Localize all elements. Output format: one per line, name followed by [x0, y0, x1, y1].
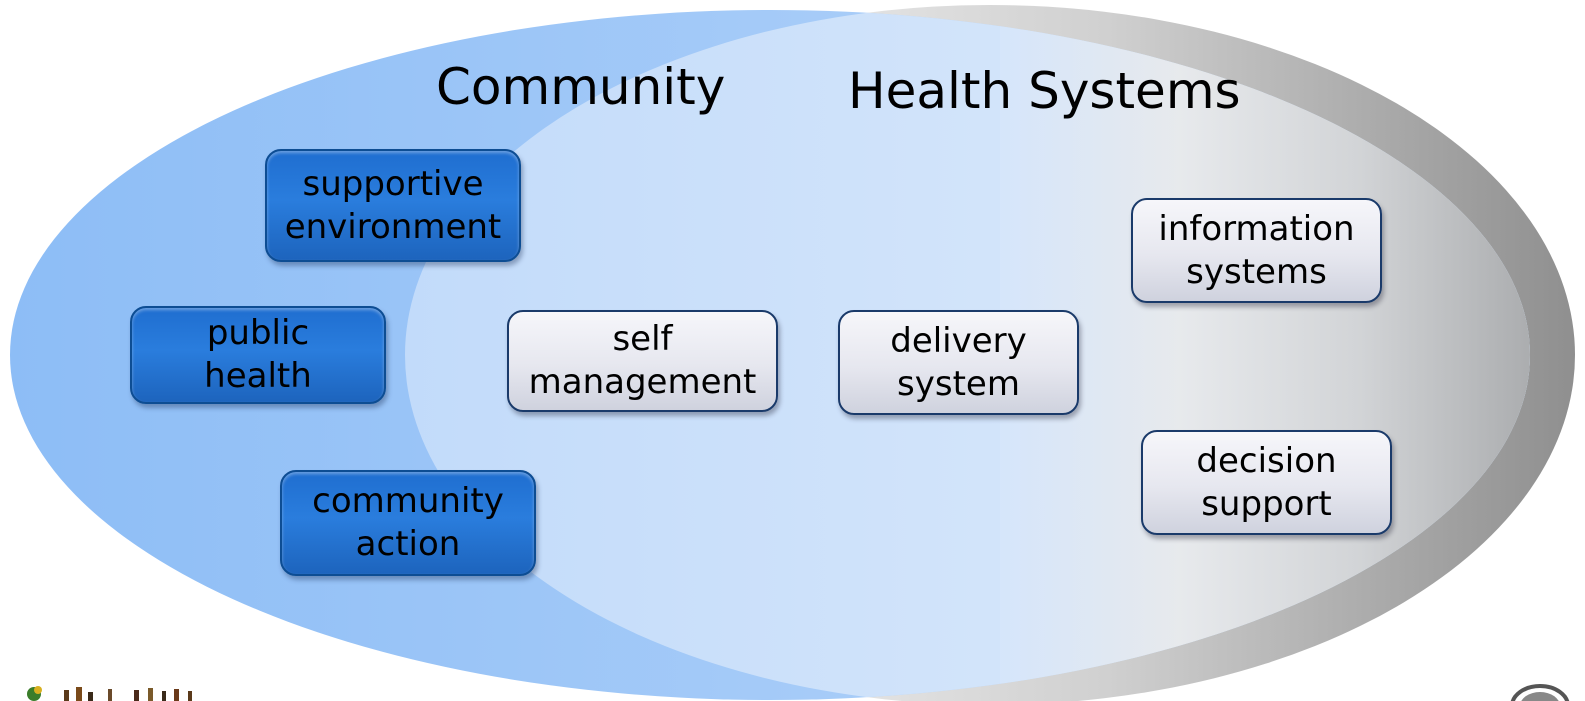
community-action-box: community action: [280, 470, 536, 576]
delivery-system-box: delivery system: [838, 310, 1079, 415]
box-label-line: community: [312, 481, 504, 521]
decision-support-box: decision support: [1141, 430, 1392, 535]
box-label-line: health: [204, 356, 312, 396]
box-label-line: public: [206, 313, 310, 353]
self-management-box: self management: [507, 310, 778, 412]
box-label-line: management: [528, 362, 757, 402]
figures-logo-icon: [24, 684, 314, 701]
health-systems-heading: Health Systems: [848, 62, 1241, 120]
box-label-line: environment: [284, 206, 502, 247]
box-label-line: delivery: [890, 320, 1027, 361]
box-label-line: system: [897, 363, 1020, 404]
box-label-line: supportive: [302, 163, 484, 204]
box-label-line: systems: [1186, 251, 1327, 292]
public-health-box: public health: [130, 306, 386, 404]
box-label-line: decision: [1196, 440, 1337, 481]
community-heading: Community: [436, 58, 726, 116]
box-label-line: self: [612, 319, 673, 359]
box-label-line: support: [1201, 483, 1332, 524]
box-label-line: action: [355, 524, 461, 564]
round-logo-icon: [1500, 682, 1575, 701]
information-systems-box: information systems: [1131, 198, 1382, 303]
supportive-environment-box: supportive environment: [265, 149, 521, 262]
box-label-line: information: [1158, 208, 1355, 249]
